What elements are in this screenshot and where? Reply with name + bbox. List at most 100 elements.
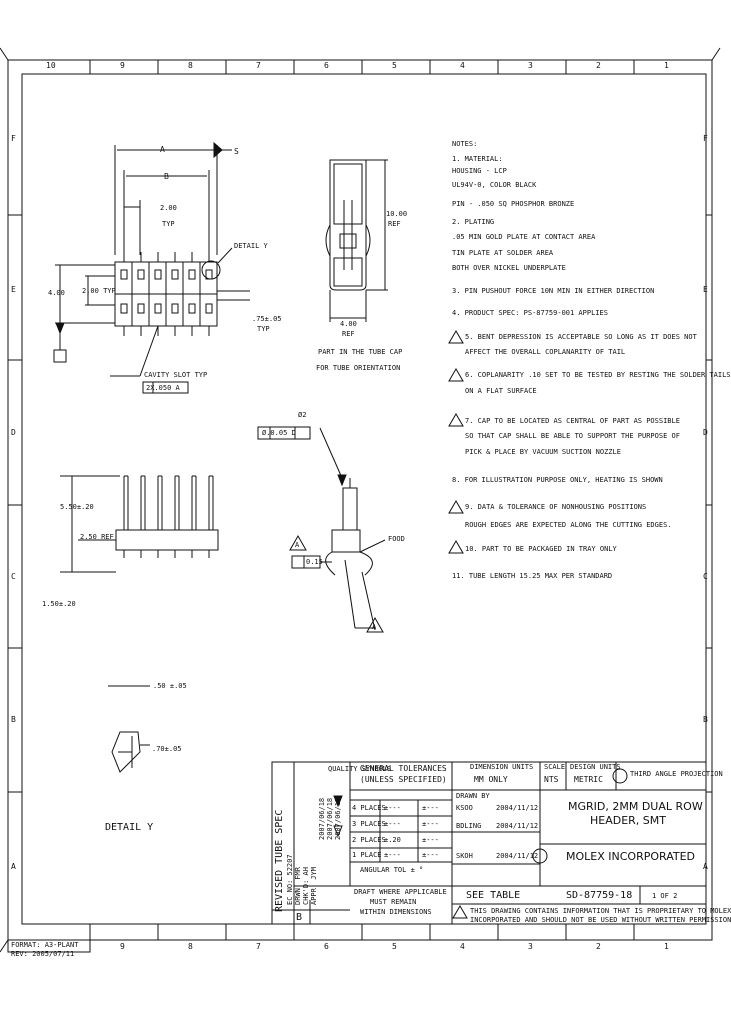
zone-col-bottom-2: 2: [596, 942, 601, 951]
revision-line: EC NO: 52207: [286, 854, 294, 905]
zone-col-bottom-9: 9: [120, 942, 125, 951]
side-view: [60, 475, 219, 573]
zone-row-right-c: C: [703, 572, 708, 581]
detail-y-caption: DETAIL Y: [105, 822, 154, 833]
zone-col-bottom-8: 8: [188, 942, 193, 951]
drawn-by-label: DRAWN BY: [456, 792, 490, 800]
revision-title: REVISED TUBE SPEC: [274, 809, 285, 912]
note-line: .05 MIN GOLD PLATE AT CONTACT AREA: [452, 233, 596, 241]
zone-row-a: A: [11, 862, 16, 871]
end-height-label: 10.00: [386, 210, 408, 218]
angular-tol: ANGULAR TOL ± °: [360, 866, 424, 874]
zone-row-e: E: [11, 285, 16, 294]
checked-date: 2004/11/12: [496, 822, 539, 830]
pitch-typ-label: TYP: [162, 220, 175, 228]
dim-a-label: A: [160, 145, 165, 154]
note-line: PICK & PLACE BY VACUUM SUCTION NOZZLE: [465, 448, 621, 456]
scale-value: NTS: [544, 775, 559, 784]
detail-y-callout: DETAIL Y: [234, 242, 268, 250]
proprietary-note-2: INCORPORATED AND SHOULD NOT BE USED WITH…: [470, 916, 731, 924]
phi-label: Ø2: [298, 411, 307, 419]
inner-border: [21, 73, 707, 925]
quality-symbols-label: QUALITY SYMBOLS: [328, 765, 392, 773]
note-line: 11. TUBE LENGTH 15.25 MAX PER STANDARD: [452, 572, 613, 580]
revision-line: 2007/06/18: [318, 797, 326, 840]
approved-date: 2004/11/12: [496, 852, 539, 860]
drawing-size: B: [296, 912, 303, 923]
zone-col-bottom-1: 1: [664, 942, 669, 951]
note-line: ON A FLAT SURFACE: [465, 387, 537, 395]
zone-col-1: 1: [664, 61, 669, 70]
checked-by-name: BDLING: [456, 822, 482, 830]
pitch-label: 2.00: [160, 204, 177, 212]
side-overall-label: 5.50±.20: [60, 503, 94, 511]
food-ref-label: FOOD: [388, 535, 405, 543]
revision-line: 2007/06/18: [326, 797, 334, 840]
note-line: ROUGH EDGES ARE EXPECTED ALONG THE CUTTI…: [465, 521, 672, 529]
zone-row-c: C: [11, 572, 16, 581]
end-caption-1: PART IN THE TUBE CAP: [318, 348, 403, 356]
cavity-slot-label: CAVITY SLOT TYP: [144, 371, 208, 379]
zone-row-right-a: A: [703, 862, 708, 871]
draft-note-2: MUST REMAIN: [370, 898, 417, 906]
note-line: PIN - .050 SQ PHOSPHOR BRONZE: [452, 200, 575, 208]
datum-frame-center: Ø.0.05 D: [262, 429, 296, 437]
drawn-by-name: KSOO: [456, 804, 473, 812]
revision-line: DRWN: FMR: [294, 867, 302, 905]
draft-note-3: WITHIN DIMENSIONS: [360, 908, 432, 916]
zone-row-right-d: D: [703, 428, 708, 437]
housing-side: [115, 529, 219, 551]
tol-value-a: ±.20: [384, 836, 401, 844]
detail-top-dim: .50 ±.05: [153, 682, 187, 690]
tol-value-b: ±---: [422, 804, 439, 812]
tol-value-a: ±---: [384, 851, 401, 859]
end-height-ref: REF: [388, 220, 401, 228]
material-number: SEE TABLE: [466, 890, 521, 901]
end-width-ref: REF: [342, 330, 355, 338]
tol-value-a: ±---: [384, 804, 401, 812]
note-line: 8. FOR ILLUSTRATION PURPOSE ONLY, HEATIN…: [452, 476, 663, 484]
tol-value-b: ±---: [422, 820, 439, 828]
zone-col-bottom-3: 3: [528, 942, 533, 951]
approved-by-name: SKOH: [456, 852, 473, 860]
revision-line: CHK'D: AH: [302, 867, 310, 905]
note-line: 6. COPLANARITY .10 SET TO BE TESTED BY R…: [465, 371, 731, 379]
side-dim-label: .75±.05: [252, 315, 282, 323]
zone-col-2: 2: [596, 61, 601, 70]
zone-row-d: D: [11, 428, 16, 437]
revision-line: 2007/06/19: [334, 797, 342, 840]
zone-col-5: 5: [392, 61, 397, 70]
sheet-number: 1 OF 2: [652, 892, 678, 900]
proprietary-note-1: THIS DRAWING CONTAINS INFORMATION THAT I…: [470, 907, 731, 915]
drawing-title-1: MGRID, 2MM DUAL ROW: [568, 800, 703, 813]
note-line: 9. DATA & TOLERANCE OF NONHOUSING POSITI…: [465, 503, 647, 511]
design-units-label: DESIGN UNITS: [570, 763, 621, 771]
zone-col-bottom-7: 7: [256, 942, 261, 951]
note-flag-label: A: [372, 623, 377, 631]
general-tol-label: GENERAL TOLERANCES: [360, 764, 447, 773]
note-line: BOTH OVER NICKEL UNDERPLATE: [452, 264, 566, 272]
tol-places: 2 PLACES: [352, 836, 386, 844]
tol-value-b: ±---: [422, 851, 439, 859]
zone-col-8: 8: [188, 61, 193, 70]
zone-col-10: 10: [46, 61, 56, 70]
zone-col-3: 3: [528, 61, 533, 70]
note-line: 10. PART TO BE PACKAGED IN TRAY ONLY: [465, 545, 617, 553]
note-line: UL94V-0, COLOR BLACK: [452, 181, 537, 189]
zone-row-right-f: F: [703, 134, 708, 143]
note-line: 2. PLATING: [452, 218, 495, 226]
flag-a-label: A: [295, 541, 300, 549]
tol-places: 1 PLACE: [352, 851, 382, 859]
projection-label: THIRD ANGLE PROJECTION: [630, 770, 723, 778]
unless-specified-label: (UNLESS SPECIFIED): [360, 775, 447, 784]
end-width-label: 4.00: [340, 320, 357, 328]
scale-label: SCALE: [544, 763, 566, 771]
zone-col-4: 4: [460, 61, 465, 70]
detail-y-view: [108, 685, 150, 773]
dim-s-label: S: [234, 147, 239, 156]
note-line: NOTES:: [452, 140, 478, 148]
notes-flags: [448, 330, 464, 554]
note-line: SO THAT CAP SHALL BE ABLE TO SUPPORT THE…: [465, 432, 680, 440]
side-low-label: 1.50±.20: [42, 600, 76, 608]
dimension-units-label: DIMENSION UNITS: [470, 763, 534, 771]
